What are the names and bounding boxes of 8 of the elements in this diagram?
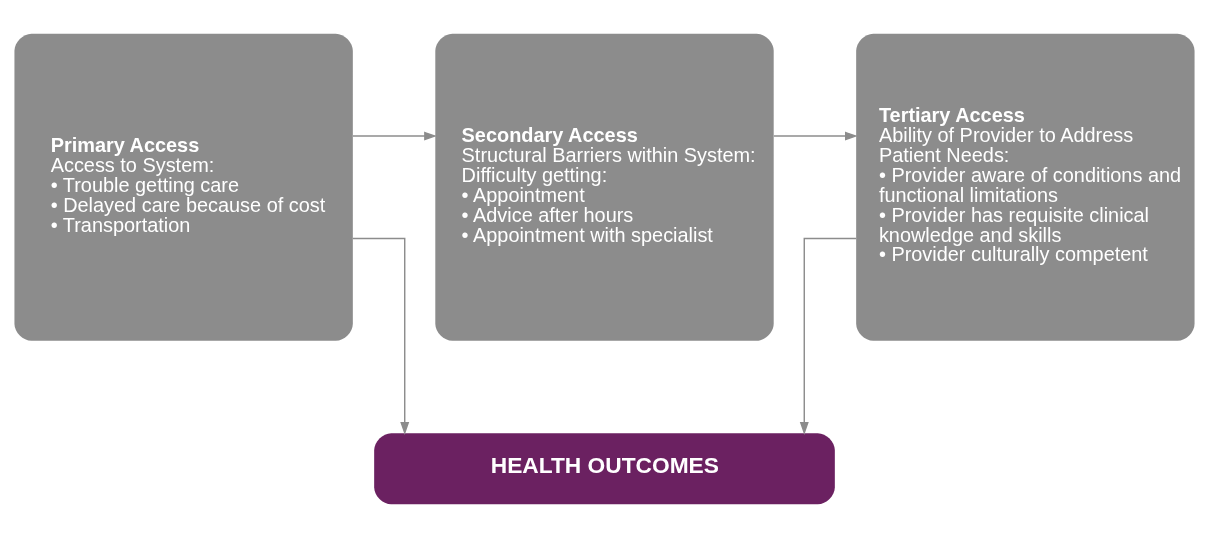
node-box: Tertiary Access Ability of Provider to Address Patient Needs: • Provider aware of conditions and functional limitations • Provider has requisite clinical knowledge and skills • Provider culturally competent [856,33,1195,341]
arrow [773,131,858,141]
node-box: Secondary Access Structural Barriers within System: Difficulty getting: • Appointment • Advice after hours • Appointment with specialist [435,33,774,341]
node-box: Primary Access Access to System: • Trouble getting care • Delayed care because of cost • Transportation [14,33,353,341]
arrow [352,131,437,141]
node-box: HEALTH OUTCOMES [374,433,835,505]
arrow [799,237,857,435]
arrow [352,237,410,435]
